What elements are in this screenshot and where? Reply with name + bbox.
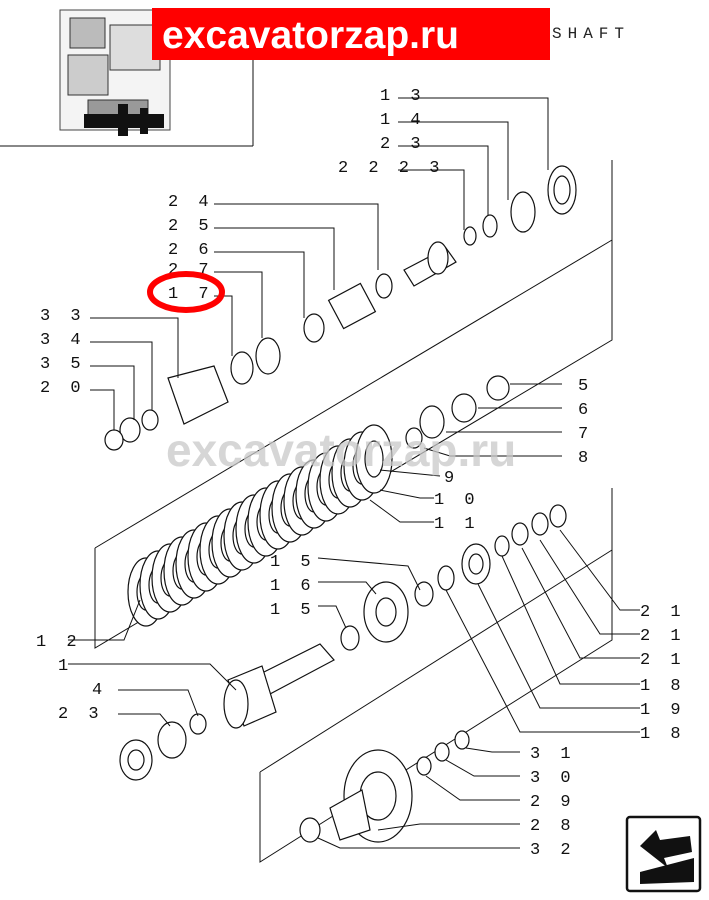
label-8: 8 xyxy=(578,449,593,468)
label-12: 1 2 xyxy=(36,633,82,652)
label-17: 1 7 xyxy=(168,285,214,304)
banner-text: excavatorzap.ru xyxy=(162,14,459,57)
title-fragment: SHAFT xyxy=(552,25,630,43)
label-32: 3 2 xyxy=(530,841,576,860)
label-14: 1 4 xyxy=(380,111,426,130)
leader-lines xyxy=(68,97,640,849)
label-2223: 2 2 2 3 xyxy=(338,159,444,178)
upper-shaft-parts xyxy=(104,165,577,451)
label-13: 1 3 xyxy=(380,87,426,106)
label-35: 3 5 xyxy=(40,355,86,374)
transmission-thumbnail xyxy=(0,9,254,147)
label-23: 2 3 xyxy=(380,135,426,154)
label-21-c: 2 1 xyxy=(640,651,686,670)
site-banner xyxy=(152,8,550,60)
label-9: 9 xyxy=(444,469,459,488)
flange-assembly xyxy=(299,730,470,843)
label-7: 7 xyxy=(578,425,593,444)
label-30: 3 0 xyxy=(530,769,576,788)
label-1: 1 xyxy=(58,657,73,676)
label-18-a: 1 8 xyxy=(640,677,686,696)
label-19: 1 9 xyxy=(640,701,686,720)
label-34: 3 4 xyxy=(40,331,86,350)
label-18-b: 1 8 xyxy=(640,725,686,744)
label-31: 3 1 xyxy=(530,745,576,764)
label-21-a: 2 1 xyxy=(640,603,686,622)
main-shaft xyxy=(119,643,335,781)
label-28: 2 8 xyxy=(530,817,576,836)
label-5: 5 xyxy=(578,377,593,396)
watermark: excavatorzap.ru xyxy=(166,424,516,476)
label-20: 2 0 xyxy=(40,379,86,398)
label-11: 1 1 xyxy=(434,515,480,534)
highlight-ring-17 xyxy=(147,271,225,313)
label-15-upper: 1 5 xyxy=(270,553,316,572)
label-6: 6 xyxy=(578,401,593,420)
part-labels: 1 3 1 4 2 3 2 2 2 3 2 4 2 5 2 6 2 7 1 7 … xyxy=(36,87,686,860)
next-page-arrow-icon[interactable] xyxy=(625,815,702,893)
label-26: 2 6 xyxy=(168,241,214,260)
label-23-lower: 2 3 xyxy=(58,705,104,724)
label-29: 2 9 xyxy=(530,793,576,812)
label-15-lower: 1 5 xyxy=(270,601,316,620)
right-side-parts xyxy=(340,375,567,651)
label-33: 3 3 xyxy=(40,307,86,326)
label-21-b: 2 1 xyxy=(640,627,686,646)
label-4: 4 xyxy=(92,681,107,700)
clutch-disc-pack xyxy=(127,424,393,627)
label-24: 2 4 xyxy=(168,193,214,212)
label-16: 1 6 xyxy=(270,577,316,596)
label-10: 1 0 xyxy=(434,491,480,510)
label-25: 2 5 xyxy=(168,217,214,236)
clutch-disc-hub xyxy=(364,440,384,478)
